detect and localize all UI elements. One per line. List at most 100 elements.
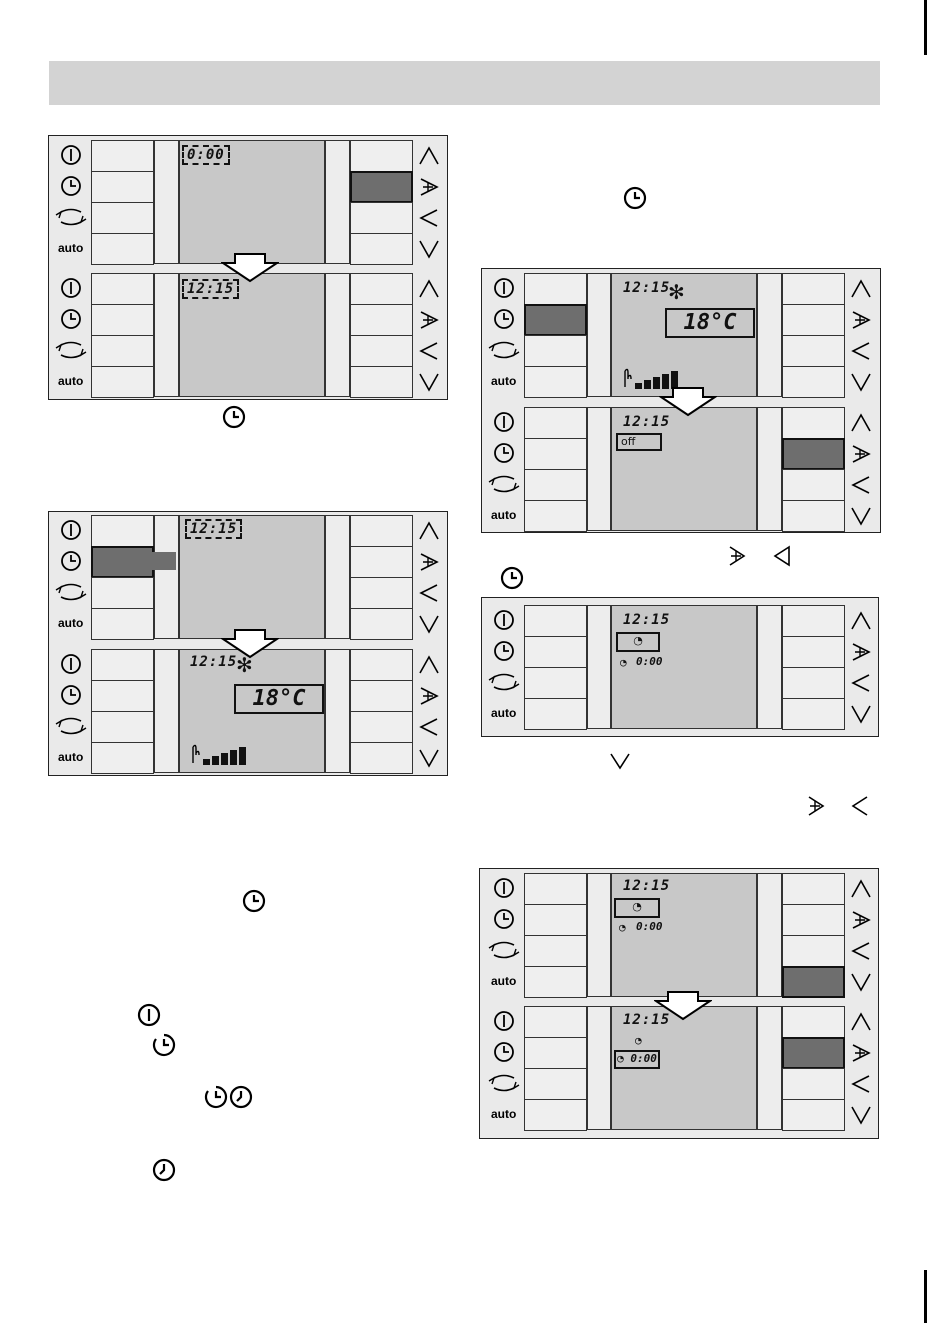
right-key-slot[interactable] bbox=[782, 469, 845, 501]
right-key-slot[interactable] bbox=[350, 202, 413, 234]
right-key-slot[interactable] bbox=[782, 304, 845, 336]
clock-icon[interactable] bbox=[493, 640, 515, 666]
swing-icon[interactable] bbox=[55, 339, 87, 365]
right-key-slot[interactable] bbox=[782, 335, 845, 367]
power-icon[interactable] bbox=[493, 877, 515, 903]
left-key-slot[interactable] bbox=[524, 636, 587, 668]
right-key-slot[interactable] bbox=[782, 904, 845, 936]
right-key-slot[interactable] bbox=[782, 667, 845, 699]
left-arrow-icon[interactable] bbox=[850, 340, 872, 366]
right-key-slot[interactable] bbox=[782, 935, 845, 967]
left-arrow-icon[interactable] bbox=[850, 1073, 872, 1099]
right-key-slot[interactable] bbox=[782, 636, 845, 668]
left-key-slot[interactable] bbox=[91, 577, 154, 609]
right-key-slot[interactable] bbox=[350, 140, 413, 172]
left-key-slot[interactable] bbox=[524, 667, 587, 699]
left-arrow-icon[interactable] bbox=[850, 672, 872, 698]
right-key-slot[interactable] bbox=[350, 335, 413, 367]
right-arrow-plus-icon[interactable] bbox=[418, 176, 440, 202]
swing-icon[interactable] bbox=[488, 473, 520, 499]
left-key-slot[interactable] bbox=[524, 335, 587, 367]
auto-button-label[interactable]: auto bbox=[491, 374, 516, 388]
left-key-slot[interactable] bbox=[524, 698, 587, 730]
power-icon[interactable] bbox=[60, 653, 82, 679]
right-arrow-plus-icon[interactable] bbox=[850, 909, 872, 935]
power-icon[interactable] bbox=[493, 411, 515, 437]
left-key-slot[interactable] bbox=[524, 438, 587, 470]
left-key-slot[interactable] bbox=[524, 904, 587, 936]
swing-icon[interactable] bbox=[488, 671, 520, 697]
swing-icon[interactable] bbox=[488, 1072, 520, 1098]
right-key-slot[interactable] bbox=[782, 438, 845, 470]
left-key-slot[interactable] bbox=[91, 649, 154, 681]
left-key-slot[interactable] bbox=[91, 742, 154, 774]
left-key-slot[interactable] bbox=[524, 605, 587, 637]
swing-icon[interactable] bbox=[488, 339, 520, 365]
left-key-slot[interactable] bbox=[524, 407, 587, 439]
right-key-slot[interactable] bbox=[782, 1068, 845, 1100]
chevron-up-icon[interactable] bbox=[850, 878, 872, 904]
power-icon[interactable] bbox=[493, 609, 515, 635]
left-key-slot[interactable] bbox=[91, 515, 154, 547]
chevron-up-icon[interactable] bbox=[418, 520, 440, 546]
clock-icon[interactable] bbox=[60, 684, 82, 710]
right-key-slot[interactable] bbox=[782, 605, 845, 637]
chevron-up-icon[interactable] bbox=[850, 1011, 872, 1037]
power-icon[interactable] bbox=[60, 519, 82, 545]
right-key-slot[interactable] bbox=[350, 366, 413, 398]
chevron-up-icon[interactable] bbox=[418, 278, 440, 304]
right-arrow-plus-icon[interactable] bbox=[418, 685, 440, 711]
right-key-slot[interactable] bbox=[350, 515, 413, 547]
left-key-slot[interactable] bbox=[91, 140, 154, 172]
chevron-down-icon[interactable] bbox=[418, 747, 440, 773]
chevron-down-icon[interactable] bbox=[418, 371, 440, 397]
chevron-down-icon[interactable] bbox=[850, 703, 872, 729]
right-key-slot[interactable] bbox=[782, 366, 845, 398]
right-key-slot[interactable] bbox=[782, 873, 845, 905]
right-key-slot[interactable] bbox=[782, 407, 845, 439]
right-key-slot[interactable] bbox=[350, 649, 413, 681]
right-key-slot[interactable] bbox=[782, 500, 845, 532]
left-key-slot[interactable] bbox=[524, 304, 587, 336]
clock-icon[interactable] bbox=[493, 442, 515, 468]
left-key-slot[interactable] bbox=[524, 469, 587, 501]
chevron-up-icon[interactable] bbox=[850, 412, 872, 438]
chevron-down-icon[interactable] bbox=[418, 238, 440, 264]
chevron-down-icon[interactable] bbox=[418, 613, 440, 639]
right-key-slot[interactable] bbox=[350, 742, 413, 774]
right-key-slot[interactable] bbox=[350, 273, 413, 305]
chevron-up-icon[interactable] bbox=[850, 278, 872, 304]
left-arrow-icon[interactable] bbox=[850, 474, 872, 500]
right-key-slot[interactable] bbox=[782, 1006, 845, 1038]
auto-button-label[interactable]: auto bbox=[491, 1107, 516, 1121]
auto-button-label[interactable]: auto bbox=[58, 241, 83, 255]
left-arrow-icon[interactable] bbox=[418, 716, 440, 742]
left-key-slot[interactable] bbox=[91, 711, 154, 743]
left-key-slot[interactable] bbox=[91, 335, 154, 367]
swing-icon[interactable] bbox=[55, 715, 87, 741]
left-key-slot[interactable] bbox=[91, 366, 154, 398]
power-icon[interactable] bbox=[60, 144, 82, 170]
right-arrow-plus-icon[interactable] bbox=[850, 309, 872, 335]
left-key-slot[interactable] bbox=[91, 273, 154, 305]
left-key-slot[interactable] bbox=[524, 500, 587, 532]
chevron-down-icon[interactable] bbox=[850, 971, 872, 997]
chevron-up-icon[interactable] bbox=[850, 610, 872, 636]
left-key-slot[interactable] bbox=[524, 1099, 587, 1131]
power-icon[interactable] bbox=[493, 277, 515, 303]
auto-button-label[interactable]: auto bbox=[491, 508, 516, 522]
right-key-slot[interactable] bbox=[350, 608, 413, 640]
left-key-slot[interactable] bbox=[524, 273, 587, 305]
left-key-slot[interactable] bbox=[524, 966, 587, 998]
left-key-slot[interactable] bbox=[524, 1068, 587, 1100]
left-key-slot[interactable] bbox=[524, 1006, 587, 1038]
left-key-slot[interactable] bbox=[91, 202, 154, 234]
right-arrow-plus-icon[interactable] bbox=[418, 309, 440, 335]
left-key-slot[interactable] bbox=[91, 233, 154, 265]
left-arrow-icon[interactable] bbox=[418, 582, 440, 608]
chevron-down-icon[interactable] bbox=[850, 371, 872, 397]
right-key-slot[interactable] bbox=[350, 233, 413, 265]
power-icon[interactable] bbox=[493, 1010, 515, 1036]
right-key-slot[interactable] bbox=[782, 698, 845, 730]
right-key-slot[interactable] bbox=[350, 680, 413, 712]
